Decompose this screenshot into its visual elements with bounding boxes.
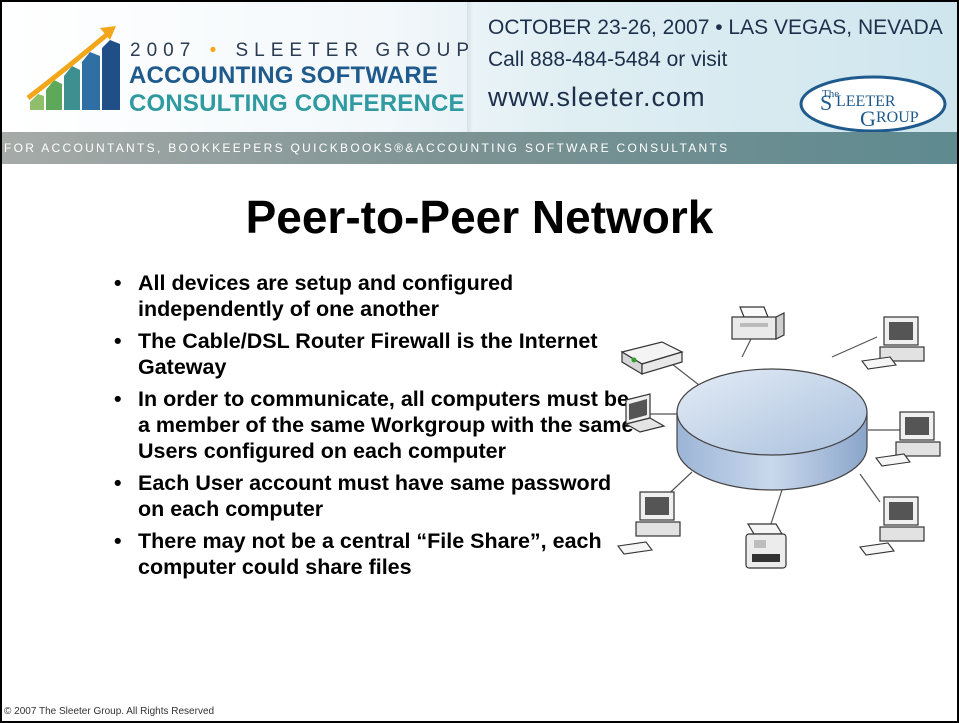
router-icon [620,341,684,376]
separator-dot: • [209,40,223,61]
desktop-computer-icon [859,496,925,556]
conference-year: 2007 [130,40,197,61]
svg-text:G: G [860,106,876,131]
bullet-item: • The Cable/DSL Router Firewall is the In… [114,328,634,380]
conference-banner: 2007 • SLEETER GROUP ACCOUNTING SOFTWARE… [2,2,957,132]
bullet-text: All devices are setup and configured ind… [138,271,514,321]
bullet-dot: • [114,271,122,295]
tagline-text: FOR ACCOUNTANTS, BOOKKEEPERS QUICKBOOKS®… [4,141,730,155]
svg-text:The: The [822,88,839,100]
event-date-location: OCTOBER 23-26, 2007 • LAS VEGAS, NEVADA [488,16,943,39]
bullet-text: There may not be a central “File Share”,… [138,529,602,579]
conference-title-line2: CONSULTING CONFERENCE [129,90,465,117]
svg-text:LEETER: LEETER [836,93,896,110]
bullet-dot: • [114,329,122,353]
desktop-computer-icon [617,491,681,555]
slide-title: Peer-to-Peer Network [245,191,714,243]
conference-year-organizer: 2007 • SLEETER GROUP [130,40,475,62]
event-website-link[interactable]: www.sleeter.com [488,82,706,112]
banner-divider [467,2,473,132]
bullet-item: • All devices are setup and configured in… [114,270,634,322]
svg-text:ROUP: ROUP [876,109,919,126]
bullet-text: The Cable/DSL Router Firewall is the Int… [138,329,598,379]
conference-title-line1: ACCOUNTING SOFTWARE [129,62,439,89]
tagline-bar [2,132,957,164]
bullet-item: • There may not be a central “File Share”… [114,528,634,580]
network-hub [676,368,868,491]
desktop-computer-icon [861,316,925,370]
printer-icon [731,306,785,340]
bullet-list: • All devices are setup and configured in… [114,270,634,586]
laptop-icon [624,393,666,433]
bullet-text: In order to communicate, all computers m… [138,387,634,463]
copyright-notice: © 2007 The Sleeter Group. All Rights Res… [4,706,215,717]
organizer-name: SLEETER GROUP [235,40,476,61]
sleeter-group-logo-icon: The S LEETER G ROUP [799,75,947,132]
growth-chart-logo-icon [26,26,120,110]
bullet-text: Each User account must have same passwor… [138,471,612,521]
event-phone: Call 888-484-5484 or visit [488,48,728,71]
peer-to-peer-network-diagram [617,306,941,569]
bullet-dot: • [114,529,122,553]
desktop-computer-icon [875,411,941,467]
bullet-item: • Each User account must have same passwo… [114,470,634,522]
svg-text:S: S [820,90,832,115]
bullet-dot: • [114,471,122,495]
fax-machine-icon [745,523,787,569]
bullet-dot: • [114,387,122,411]
bullet-item: • In order to communicate, all computers … [114,386,634,464]
